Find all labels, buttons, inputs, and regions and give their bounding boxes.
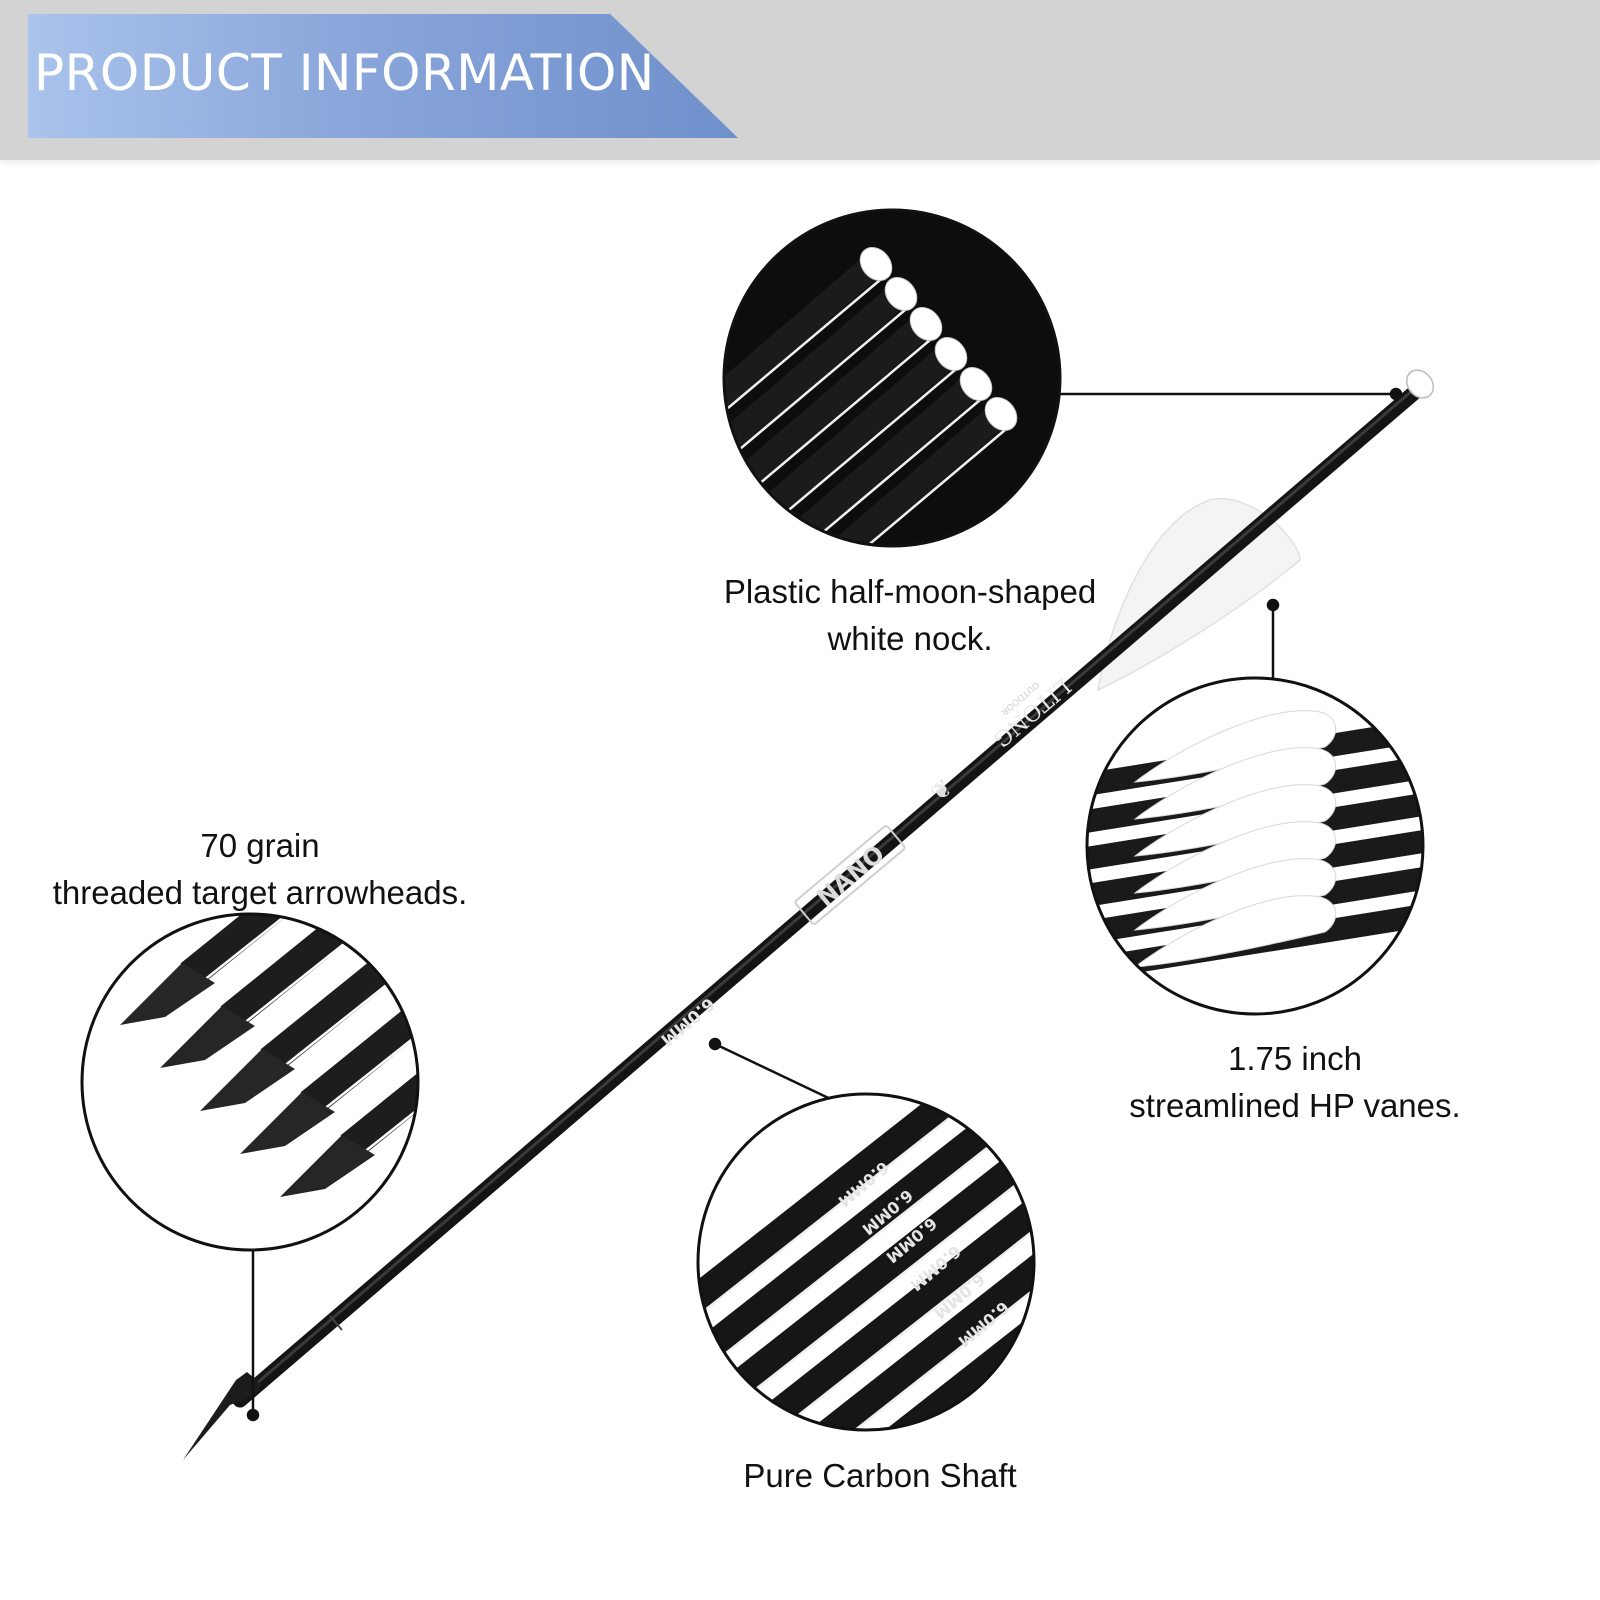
arrowhead-point bbox=[200, 1049, 295, 1111]
nock-cap bbox=[934, 337, 968, 371]
head-shaft bbox=[340, 925, 418, 1159]
arrowhead-caption-line1: 70 grain bbox=[200, 827, 320, 864]
vane-fin bbox=[1133, 747, 1337, 820]
shaft-highlight bbox=[724, 279, 881, 546]
brand-logo-frame bbox=[794, 825, 906, 925]
arrowhead-caption-line2: threaded target arrowheads. bbox=[52, 874, 468, 911]
arrowhead-point bbox=[160, 1006, 255, 1068]
shaft-highlight bbox=[698, 1094, 1034, 1348]
leader-lines bbox=[246, 387, 1403, 1422]
shaft-highlight bbox=[724, 339, 931, 546]
nock-caption-line2: white nock. bbox=[827, 620, 993, 657]
shaft-highlight bbox=[724, 429, 1006, 546]
shaft-highlight bbox=[197, 914, 418, 986]
carbon-shaft bbox=[711, 1094, 1034, 1411]
arrowhead-point bbox=[240, 1092, 335, 1154]
diameter-label: 6.0MM bbox=[656, 993, 718, 1049]
shaft-highlight bbox=[727, 1094, 1034, 1412]
nock-cap bbox=[884, 277, 918, 311]
nock-shaft bbox=[724, 348, 954, 546]
nock-cap bbox=[859, 247, 893, 281]
carbon-shaft bbox=[698, 1094, 1034, 1379]
shaft-highlight bbox=[797, 1144, 1034, 1430]
nock-shaft bbox=[724, 408, 1004, 546]
vanes-caption: 1.75 inch streamlined HP vanes. bbox=[1085, 1035, 1505, 1129]
arrowhead-caption: 70 grain threaded target arrowheads. bbox=[20, 822, 500, 916]
head-shaft bbox=[220, 914, 418, 1030]
header-banner bbox=[28, 14, 738, 138]
head-shaft bbox=[180, 914, 418, 987]
carbon-shaft bbox=[781, 1121, 1034, 1430]
arrowhead-point bbox=[120, 963, 215, 1025]
shaft-highlight bbox=[698, 1094, 1034, 1380]
arrow-point bbox=[183, 1372, 262, 1460]
vane-fin bbox=[1133, 710, 1337, 783]
arrow-nock bbox=[1405, 369, 1435, 399]
nock-cap bbox=[984, 397, 1018, 431]
shaft-highlight bbox=[357, 948, 418, 1158]
vanes-caption-line2: streamlined HP vanes. bbox=[1129, 1087, 1461, 1124]
vanes-caption-line1: 1.75 inch bbox=[1228, 1040, 1362, 1077]
shaft-highlight bbox=[762, 1112, 1034, 1430]
main-vane bbox=[1097, 497, 1301, 692]
page-title: PRODUCT INFORMATION bbox=[34, 44, 655, 102]
nock-cap bbox=[909, 307, 943, 341]
nock-cap bbox=[959, 367, 993, 401]
nock-caption: Plastic half-moon-shaped white nock. bbox=[700, 568, 1120, 662]
carbon-shaft bbox=[698, 1094, 1034, 1347]
shaft-caption: Pure Carbon Shaft bbox=[690, 1452, 1070, 1499]
nock-shaft bbox=[724, 318, 929, 546]
shaft-highlight bbox=[317, 914, 418, 1115]
arrow-shaft bbox=[232, 384, 1423, 1408]
nock-caption-line1: Plastic half-moon-shaped bbox=[723, 573, 1097, 610]
vane-fin bbox=[1133, 895, 1337, 968]
vane-fin bbox=[1133, 784, 1337, 857]
nock-shaft bbox=[724, 258, 879, 546]
arrowhead-point bbox=[280, 1135, 375, 1197]
main-arrow: NANO ❦ LITONG OUTDOOR 6.0MM bbox=[183, 369, 1435, 1460]
brand-logo: NANO bbox=[811, 840, 890, 912]
head-shaft bbox=[300, 914, 418, 1116]
shaft-caption-line1: Pure Carbon Shaft bbox=[743, 1457, 1017, 1494]
arrowhead-detail bbox=[80, 912, 420, 1252]
vanes-detail bbox=[1085, 676, 1425, 1016]
vane-fin bbox=[1133, 858, 1337, 931]
shaft-highlight bbox=[724, 369, 956, 546]
vane-fin bbox=[1133, 821, 1337, 894]
carbon-shaft bbox=[746, 1094, 1034, 1430]
